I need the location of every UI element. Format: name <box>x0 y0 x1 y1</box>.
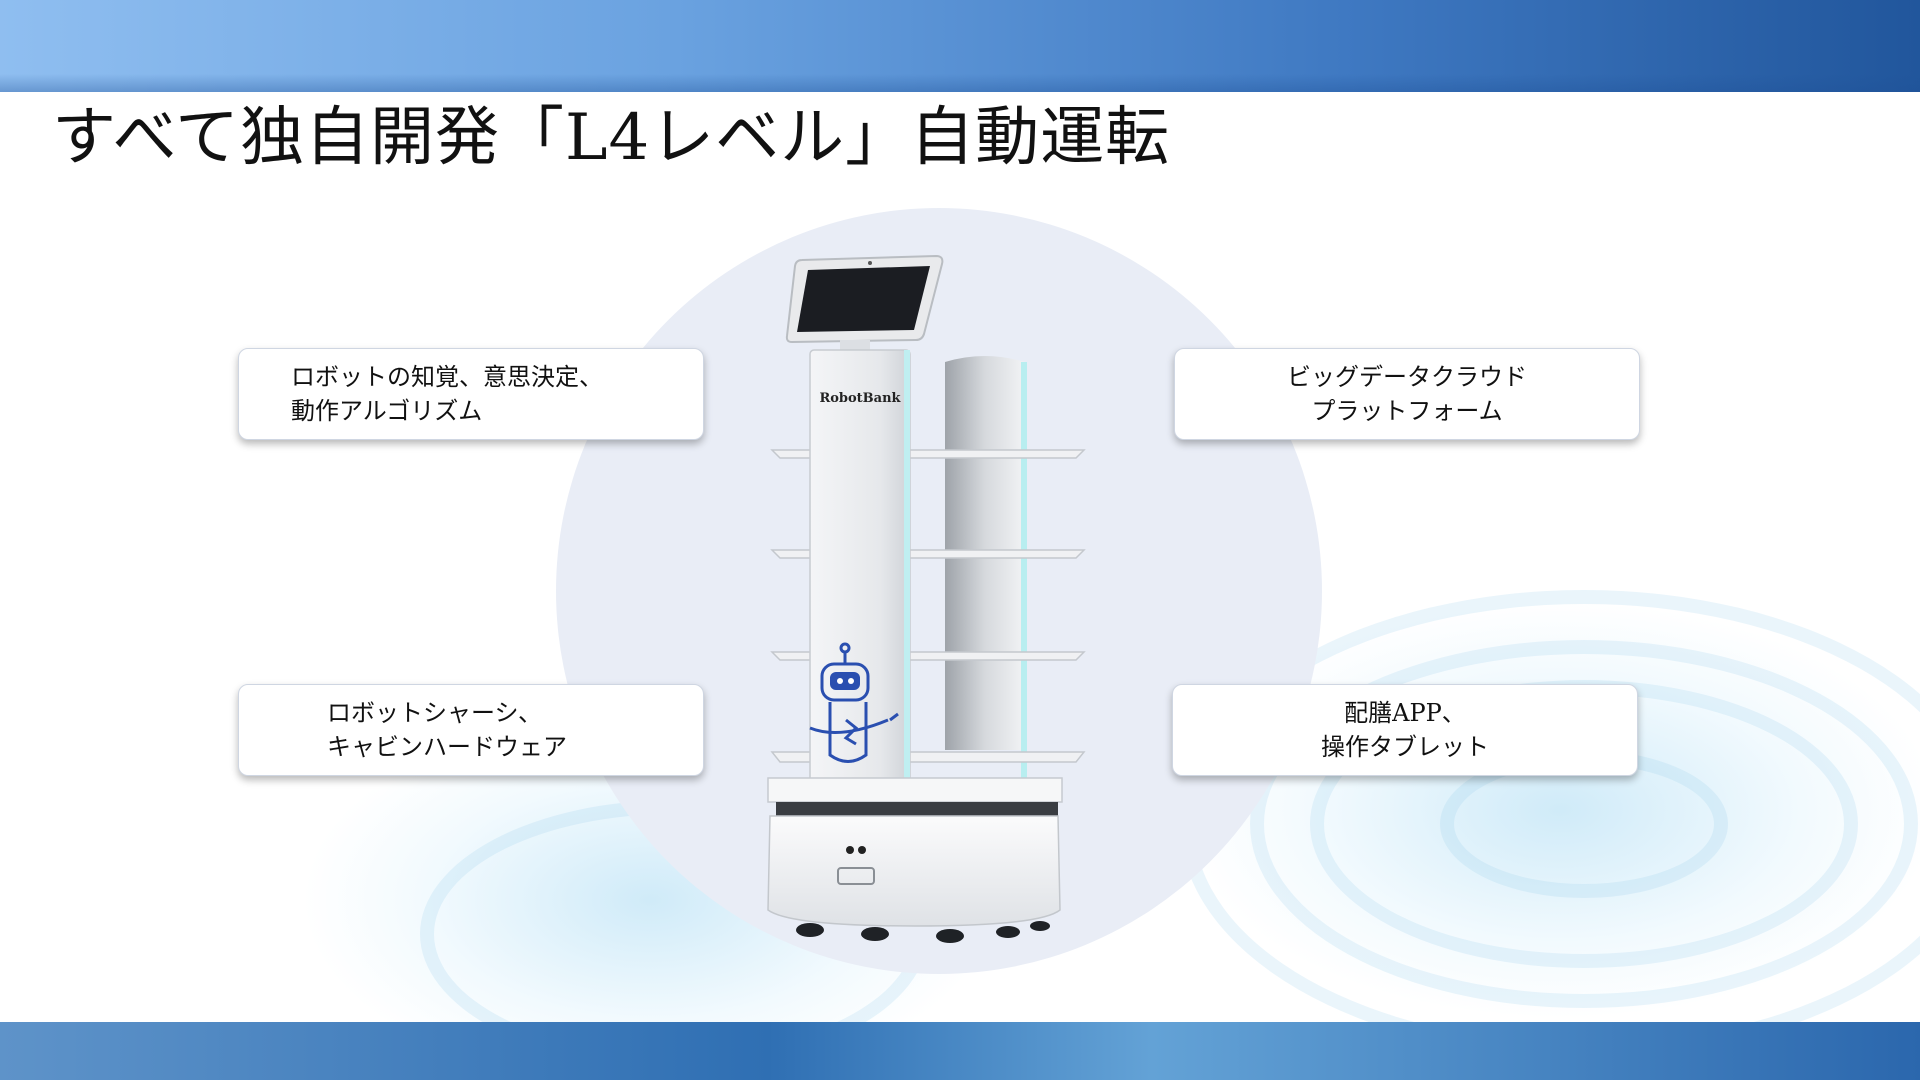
delivery-robot-image: RobotBank <box>767 254 1086 943</box>
feature-card-line: 動作アルゴリズム <box>291 397 483 425</box>
header-band <box>0 0 1920 92</box>
footer-band <box>0 1022 1920 1080</box>
feature-card-line: ロボットの知覚、意思決定、 <box>291 363 603 391</box>
feature-card-cloud: ビッグデータクラウド プラットフォーム <box>1174 348 1640 440</box>
page-title: すべて独自開発「L4レベル」自動運転 <box>52 101 1171 175</box>
feature-card-line: ロボットシャーシ、 <box>327 699 543 727</box>
feature-card-line: ビッグデータクラウド <box>1287 363 1527 391</box>
feature-card-app: 配膳APP、 操作タブレット <box>1172 684 1638 776</box>
feature-card-line: キャビンハードウェア <box>327 733 567 761</box>
feature-card-line: プラットフォーム <box>1311 397 1503 425</box>
feature-card-algorithm: ロボットの知覚、意思決定、 動作アルゴリズム <box>238 348 704 440</box>
robot-brand-label: RobotBank <box>819 391 901 406</box>
feature-card-line: 操作タブレット <box>1321 733 1489 761</box>
feature-card-hardware: ロボットシャーシ、 キャビンハードウェア <box>238 684 704 776</box>
feature-card-line: 配膳APP、 <box>1344 699 1466 727</box>
